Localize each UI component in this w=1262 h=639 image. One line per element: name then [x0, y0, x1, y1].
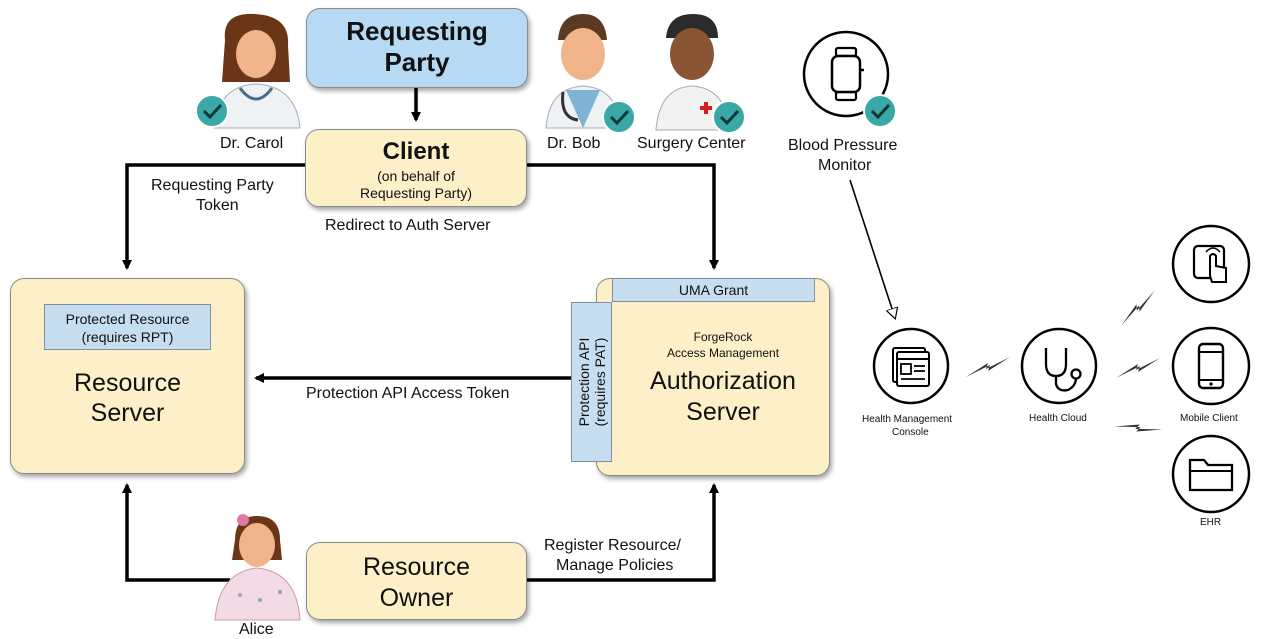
resource-owner-title-line1: Resource	[363, 553, 470, 581]
person-avatar	[545, 14, 621, 129]
console-label-line1: Health Management	[862, 414, 953, 425]
arrow-client-to-auth-server	[527, 163, 719, 270]
cloud-label: Health Cloud	[1029, 413, 1087, 424]
client-box: Client (on behalf of Requesting Party)	[305, 129, 527, 207]
lightning-icon	[1116, 358, 1160, 378]
protection-api-line1: Protection API	[575, 337, 592, 427]
uma-grant-box: UMA Grant	[612, 278, 815, 302]
resource-server-title-line2: Server	[90, 399, 165, 427]
actor-label-alice: Alice	[239, 621, 274, 638]
resource-server-box: Protected Resource (requires RPT) Resour…	[10, 278, 245, 474]
pat-token-label: Protection API Access Token	[306, 385, 510, 402]
uma-grant-label: UMA Grant	[678, 282, 749, 298]
resource-server-title-line1: Resource	[74, 369, 181, 397]
auth-server-title-line1: Authorization	[650, 367, 796, 395]
protected-resource-box: Protected Resource (requires RPT)	[44, 304, 211, 350]
rpt-label-line2: Token	[196, 197, 239, 214]
client-subtitle-line1: (on behalf of	[377, 168, 455, 184]
auth-server-title-line2: Server	[686, 398, 760, 426]
lightning-icon	[1113, 290, 1163, 326]
arrow-owner-to-auth-server	[527, 483, 719, 582]
ehr-label: EHR	[1200, 517, 1222, 528]
register-label-line1: Register Resource/	[544, 537, 681, 554]
protected-resource-line1: Protected Resource	[65, 311, 190, 327]
actor-label-surgery: Surgery Center	[637, 135, 746, 152]
check-badge-icon	[195, 94, 229, 128]
smartwatch-icon	[802, 30, 890, 118]
lightning-icon	[966, 357, 1010, 377]
person-avatar	[214, 514, 301, 621]
resource-owner-box: Resource Owner	[306, 542, 527, 620]
client-title: Client	[382, 138, 450, 165]
device-label-line1: Blood Pressure	[788, 137, 898, 154]
mobile-label: Mobile Client	[1180, 413, 1238, 424]
register-label-line2: Manage Policies	[556, 557, 674, 574]
check-badge-icon	[712, 100, 746, 134]
check-badge-icon	[863, 94, 897, 128]
requesting-party-title: Requesting Party	[346, 16, 488, 77]
auth-vendor-line2: Access Management	[666, 346, 780, 360]
person-avatar	[213, 13, 301, 129]
auth-vendor-line1: ForgeRock	[693, 330, 753, 344]
arrow-client-to-resource-server	[122, 163, 305, 270]
client-subtitle-line2: Requesting Party)	[359, 185, 473, 201]
console-icon	[872, 327, 950, 405]
auth-server-box: ForgeRock Access Management Authorizatio…	[596, 278, 830, 476]
protection-api-box: Protection API (requires PAT)	[571, 302, 612, 462]
stethoscope-icon	[1020, 327, 1098, 405]
person-avatar	[655, 14, 731, 131]
arrow-monitor-to-console	[849, 179, 895, 318]
folder-icon	[1171, 434, 1251, 514]
console-label-line2: Console	[892, 427, 929, 438]
device-label-line2: Monitor	[818, 157, 872, 174]
actor-label-carol: Dr. Carol	[220, 135, 284, 152]
actor-label-bob: Dr. Bob	[547, 135, 601, 152]
redirect-label: Redirect to Auth Server	[325, 217, 491, 234]
protection-api-line2: (requires PAT)	[591, 337, 608, 427]
protected-resource-line2: (requires RPT)	[81, 329, 174, 345]
check-badge-icon	[602, 100, 636, 134]
arrow-owner-to-resource-server	[122, 483, 230, 582]
lightning-icon	[1113, 408, 1163, 448]
resource-owner-title-line2: Owner	[379, 584, 454, 612]
rpt-label-line1: Requesting Party	[151, 177, 274, 194]
touch-tablet-icon	[1171, 224, 1251, 304]
mobile-phone-icon	[1171, 326, 1251, 406]
protection-api-label: Protection API (requires PAT)	[576, 338, 608, 427]
requesting-party-box: Requesting Party	[306, 8, 528, 88]
